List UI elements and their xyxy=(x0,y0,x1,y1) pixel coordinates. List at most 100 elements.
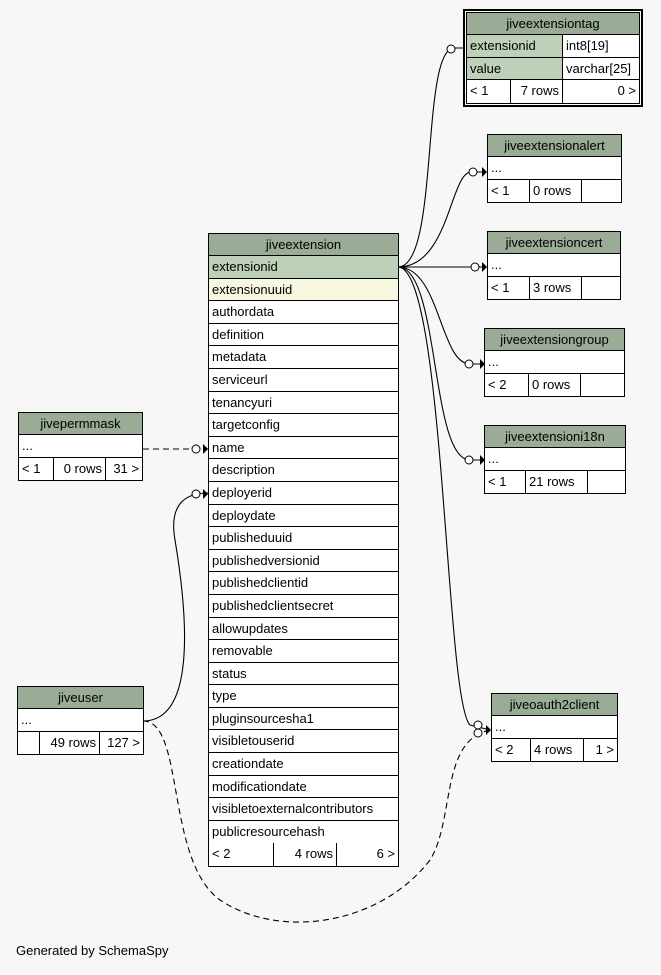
row-count: 7 rows xyxy=(510,80,562,103)
table-jiveextensiontag[interactable]: jiveextensiontag extensionid int8[19] va… xyxy=(463,9,643,107)
table-row: visibletoexternalcontributors xyxy=(209,798,398,821)
column-serviceurl: serviceurl xyxy=(212,371,268,387)
parents-count: < 1 xyxy=(470,83,489,99)
table-jivepermmask[interactable]: jivepermmask ... < 1 0 rows 31 > xyxy=(18,412,143,482)
edge-extension-tag xyxy=(397,47,463,268)
table-row: modificationdate xyxy=(209,776,398,799)
table-title: jiveextensioni18n xyxy=(485,426,625,448)
column-ellipsis: ... xyxy=(488,451,499,466)
table-jiveoauth2client[interactable]: jiveoauth2client ... < 2 4 rows 1 > xyxy=(491,693,618,763)
table-row: creationdate xyxy=(209,753,398,776)
column-name: value xyxy=(467,57,562,80)
column-deployerid: deployerid xyxy=(212,484,272,500)
table-row: extensionid xyxy=(209,256,398,279)
table-row: deploydate xyxy=(209,505,398,528)
table-footer: < 1 21 rows xyxy=(485,470,625,494)
table-footer: < 1 0 rows xyxy=(488,179,621,203)
table-row: definition xyxy=(209,324,398,347)
column-pluginsourcesha1: pluginsourcesha1 xyxy=(212,710,314,726)
table-row: status xyxy=(209,663,398,686)
parents-count xyxy=(18,732,39,755)
column-publisheduuid: publisheduuid xyxy=(212,530,293,546)
children-count xyxy=(581,276,620,300)
column-ellipsis: ... xyxy=(495,719,506,734)
row-count: 3 rows xyxy=(529,276,581,300)
table-footer: < 2 4 rows 6 > xyxy=(209,843,398,867)
column-name: extensionid xyxy=(467,35,562,57)
table-title: jiveuser xyxy=(18,687,143,709)
children-count xyxy=(581,179,621,203)
table-row: removable xyxy=(209,640,398,663)
column-tenancyuri: tenancyuri xyxy=(212,394,272,410)
parents-count: < 2 xyxy=(488,376,507,392)
table-row: publicresourcehash xyxy=(209,821,398,844)
row-count: 4 rows xyxy=(273,843,336,867)
row-count: 21 rows xyxy=(525,470,587,494)
column-visibletoexternalcontributors: visibletoexternalcontributors xyxy=(212,801,374,817)
row-count: 0 rows xyxy=(53,457,105,481)
table-row: publishedclientsecret xyxy=(209,595,398,618)
parents-count: < 1 xyxy=(491,279,510,295)
table-jiveuser[interactable]: jiveuser ... 49 rows 127 > xyxy=(17,686,144,756)
table-jiveextensioncert[interactable]: jiveextensioncert ... < 1 3 rows xyxy=(487,231,621,301)
table-title: jivepermmask xyxy=(19,413,142,435)
table-footer: < 2 4 rows 1 > xyxy=(492,738,617,762)
edge-extension-alert xyxy=(397,171,486,268)
table-row: value varchar[25] xyxy=(467,57,639,81)
table-title: jiveextensionalert xyxy=(488,135,621,157)
column-creationdate: creationdate xyxy=(212,756,284,772)
column-extensionuuid: extensionuuid xyxy=(209,278,398,301)
table-footer: < 1 7 rows 0 > xyxy=(467,80,639,103)
column-type: type xyxy=(212,688,237,704)
column-deploydate: deploydate xyxy=(212,507,276,523)
table-title: jiveextensioncert xyxy=(488,232,620,254)
table-row: type xyxy=(209,685,398,708)
children-count: 127 > xyxy=(99,731,143,755)
table-jiveextensionalert[interactable]: jiveextensionalert ... < 1 0 rows xyxy=(487,134,622,204)
column-status: status xyxy=(212,665,247,681)
table-footer: < 1 0 rows 31 > xyxy=(19,457,142,481)
column-allowupdates: allowupdates xyxy=(212,620,288,636)
table-footer: < 2 0 rows xyxy=(485,373,624,397)
column-publishedclientid: publishedclientid xyxy=(212,575,309,591)
children-count: 6 > xyxy=(336,843,398,867)
table-row: ... xyxy=(19,435,142,458)
table-row: ... xyxy=(485,448,625,471)
column-type: int8[19] xyxy=(562,35,639,57)
column-metadata: metadata xyxy=(212,349,267,365)
parents-count: < 2 xyxy=(495,741,514,757)
row-count: 4 rows xyxy=(530,738,583,762)
column-modificationdate: modificationdate xyxy=(212,778,307,794)
column-publicresourcehash: publicresourcehash xyxy=(212,823,325,839)
column-authordata: authordata xyxy=(212,304,275,320)
column-definition: definition xyxy=(212,326,265,342)
parents-count: < 1 xyxy=(491,182,510,198)
table-jiveextensioni18n[interactable]: jiveextensioni18n ... < 1 21 rows xyxy=(484,425,626,495)
column-extensionid: extensionid xyxy=(209,256,398,278)
table-row: serviceurl xyxy=(209,369,398,392)
table-row: extensionid int8[19] xyxy=(467,35,639,58)
table-row: pluginsourcesha1 xyxy=(209,708,398,731)
column-removable: removable xyxy=(212,643,273,659)
table-row: description xyxy=(209,459,398,482)
column-ellipsis: ... xyxy=(488,354,499,369)
children-count xyxy=(587,470,625,494)
column-ellipsis: ... xyxy=(22,438,33,453)
children-count: 0 > xyxy=(562,80,639,103)
parents-count: < 1 xyxy=(22,460,41,476)
parents-count: < 1 xyxy=(488,473,507,489)
table-footer: < 1 3 rows xyxy=(488,276,620,300)
table-row: metadata xyxy=(209,346,398,369)
generated-by-text: Generated by SchemaSpy xyxy=(16,943,169,958)
column-name: name xyxy=(212,439,245,455)
table-row: targetconfig xyxy=(209,414,398,437)
table-row: tenancyuri xyxy=(209,392,398,415)
table-title: jiveextensiongroup xyxy=(485,329,624,351)
table-row: name xyxy=(209,437,398,460)
column-type: varchar[25] xyxy=(562,57,639,80)
table-jiveextensiongroup[interactable]: jiveextensiongroup ... < 2 0 rows xyxy=(484,328,625,398)
edge-extension-i18n xyxy=(397,266,484,461)
edge-extension-oauth xyxy=(397,266,491,731)
children-count: 1 > xyxy=(583,738,617,762)
